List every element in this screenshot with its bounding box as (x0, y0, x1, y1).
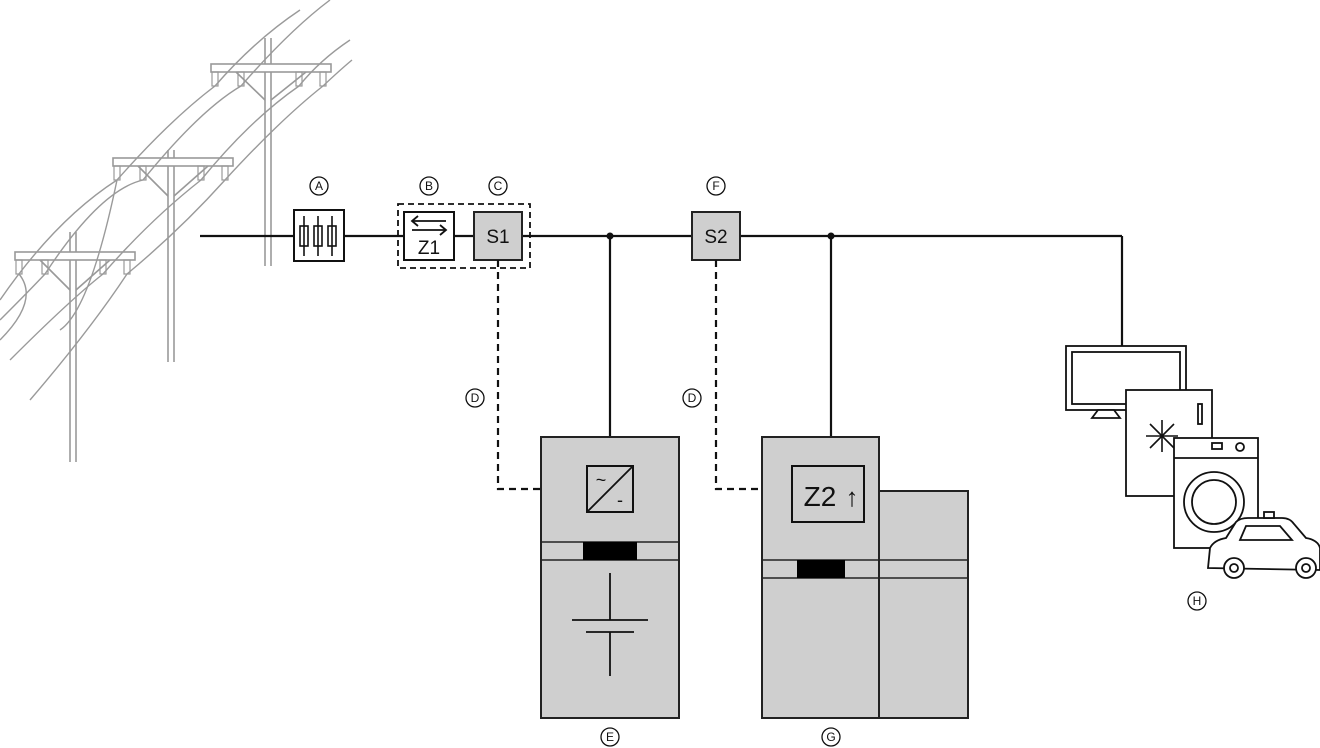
s1-label: S1 (486, 227, 509, 248)
meter-cabinet-outline (397, 203, 531, 269)
marker-g-label: G (826, 730, 835, 744)
power-pylons-icon (0, 0, 353, 462)
marker-c (488, 176, 508, 196)
marker-f (706, 176, 726, 196)
marker-e (600, 727, 620, 747)
data-connection-lines (496, 260, 762, 491)
junction-dot (827, 232, 835, 240)
marker-h (1187, 591, 1207, 611)
marker-d-left-label: D (471, 391, 480, 405)
marker-e-label: E (606, 730, 614, 744)
marker-d-right (682, 388, 702, 408)
z2-label: Z2 (804, 481, 837, 512)
main-power-line (200, 234, 1124, 437)
junction-dot (606, 232, 614, 240)
marker-c-label: C (494, 179, 503, 193)
marker-d-left (465, 388, 485, 408)
z2-arrow: ↑ (846, 482, 859, 512)
energy-meter-s2: S2 (691, 211, 741, 261)
battery-icon (572, 573, 648, 676)
electric-car-icon (1207, 511, 1320, 579)
z1-label: Z1 (418, 238, 440, 259)
ac-symbol: ~ (596, 470, 607, 490)
marker-a-label: A (315, 179, 323, 193)
marker-g (821, 727, 841, 747)
marker-b-label: B (425, 179, 433, 193)
energy-meter-s1: S1 (473, 211, 523, 261)
marker-f-label: F (712, 179, 719, 193)
marker-h-label: H (1193, 594, 1202, 608)
marker-b (419, 176, 439, 196)
inverter-icon: ~ - (586, 465, 634, 513)
dc-symbol: - (617, 490, 623, 510)
heat-pump-unit: Z2 ↑ (761, 436, 969, 719)
meter-z2-box (791, 465, 865, 523)
inverter-battery-unit: ~ - (540, 436, 680, 719)
marker-d-right-label: D (688, 391, 697, 405)
main-fuse-icon (293, 209, 345, 262)
unit-display (797, 560, 845, 578)
bidirectional-meter-z1: Z1 (403, 211, 455, 261)
s2-label: S2 (704, 227, 727, 248)
marker-a (309, 176, 329, 196)
unit-display (583, 542, 637, 560)
